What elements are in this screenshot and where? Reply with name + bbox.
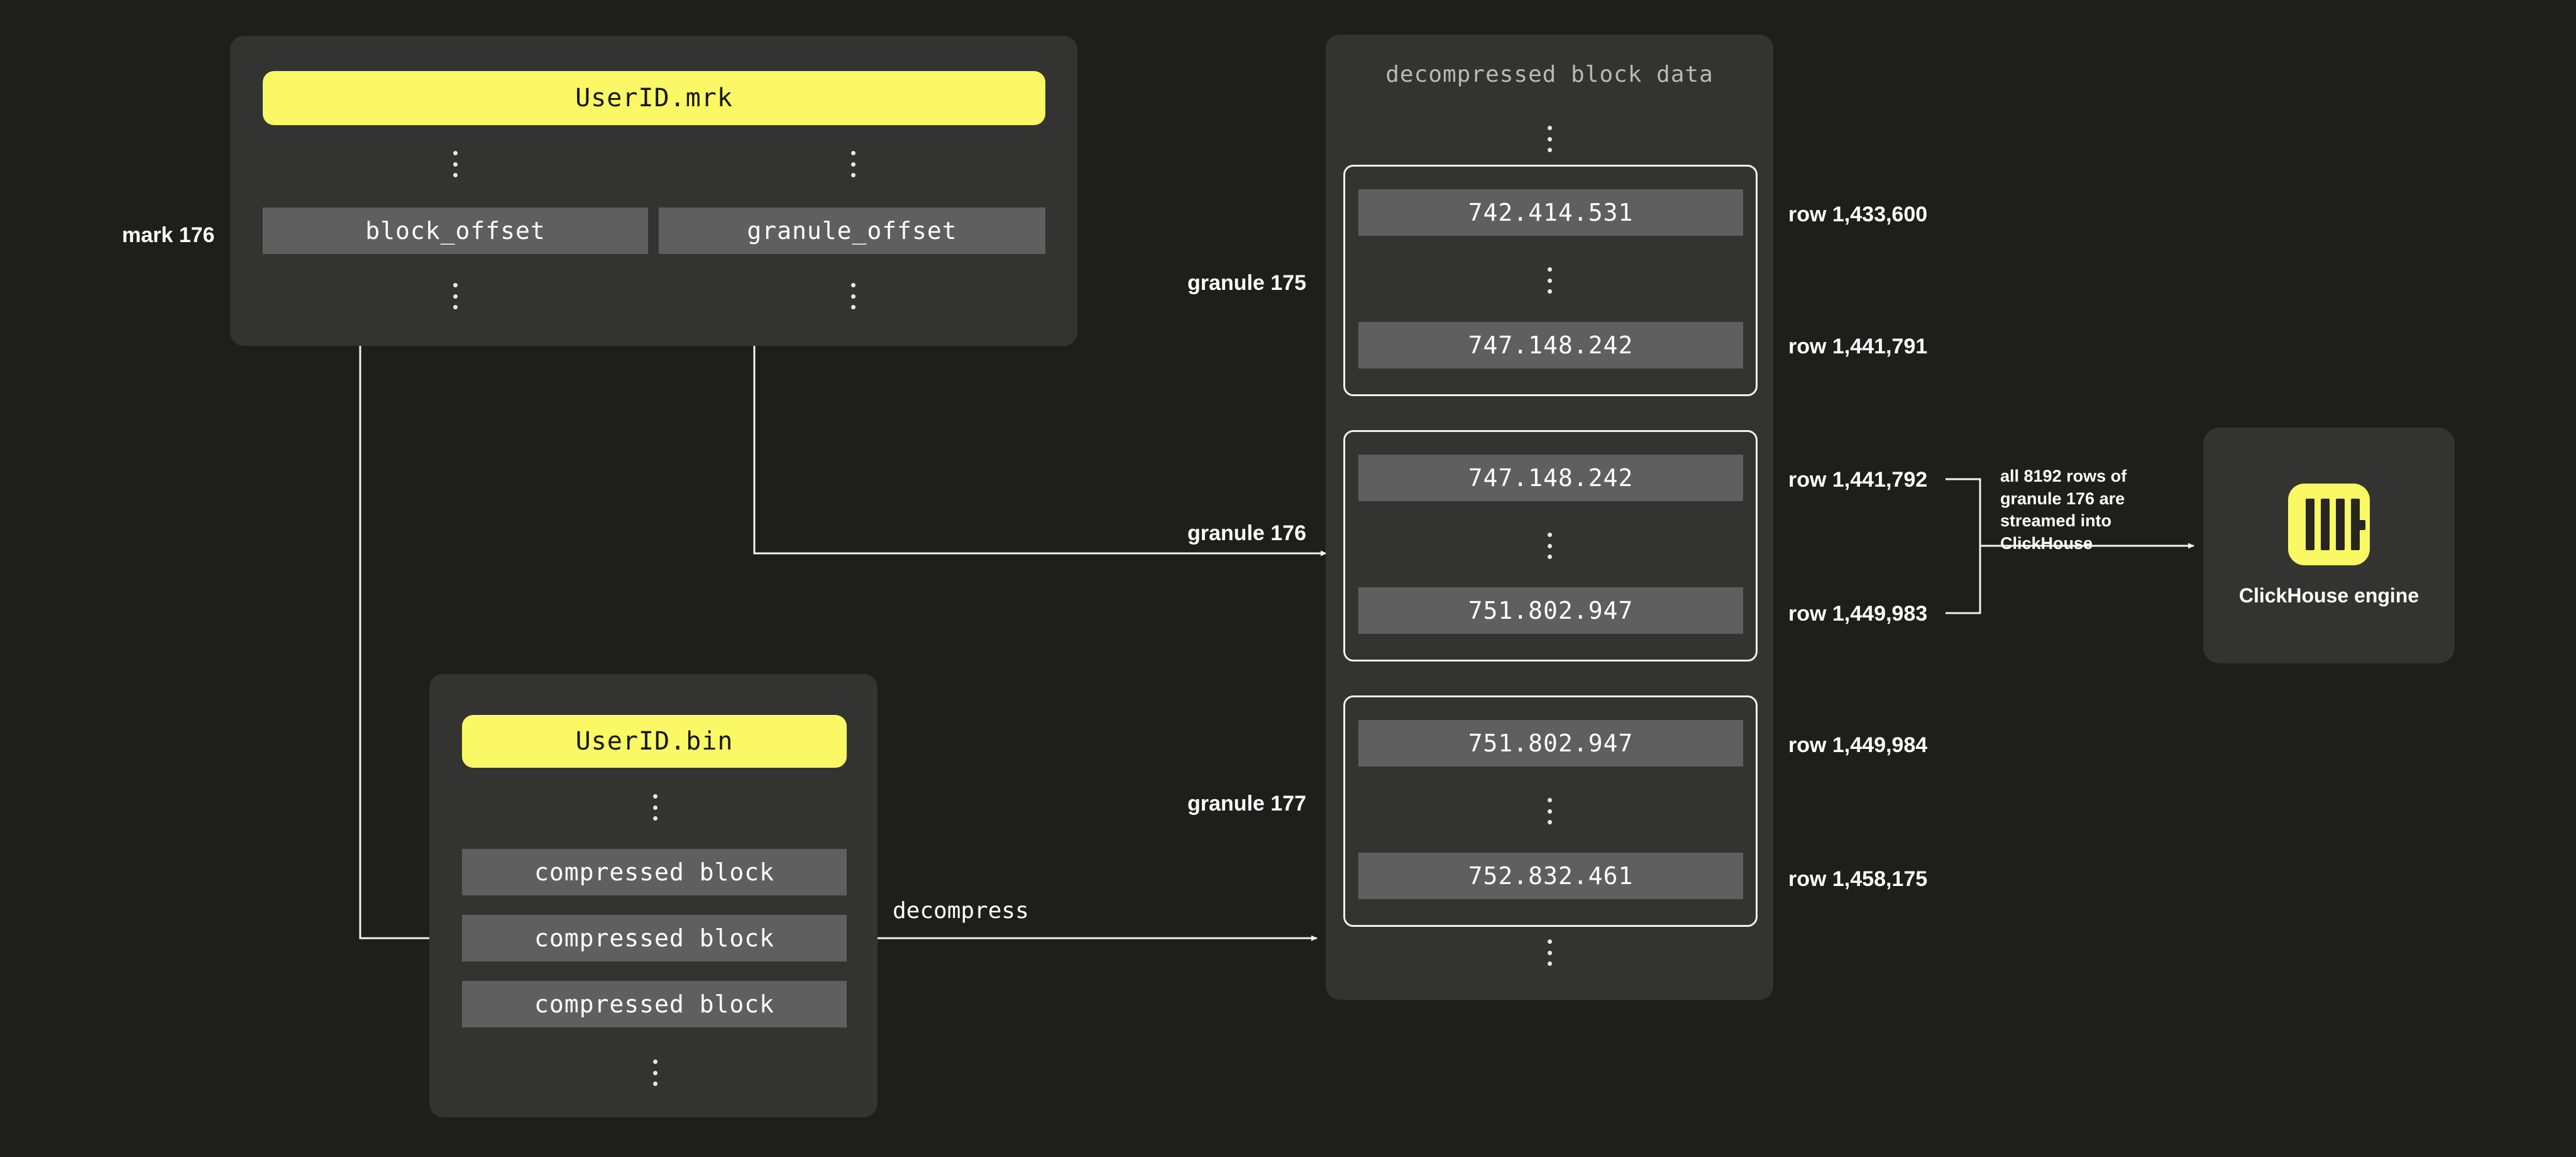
decompressed-panel-title: decompressed block data [1385, 62, 1714, 87]
granule-175-last-value[interactable]: 747.148.242 [1358, 322, 1743, 368]
granule-175-first-value[interactable]: 742.414.531 [1358, 189, 1743, 236]
granule-176-box [1343, 430, 1758, 662]
granule-177-box [1343, 695, 1758, 927]
granule-177-first-row: row 1,449,984 [1788, 733, 1928, 757]
bin-compressed-block-2[interactable]: compressed block [462, 915, 847, 961]
decompressed-dots-top [1547, 126, 1552, 152]
wire-stream-brace [1946, 478, 2005, 614]
bin-compressed-block-1[interactable]: compressed block [462, 849, 847, 895]
granule-176-label: granule 176 [1187, 521, 1306, 545]
granule-177-last-row: row 1,458,175 [1788, 867, 1928, 891]
mark-dots-bottom-left [453, 283, 458, 309]
granule-177-dots [1547, 798, 1552, 824]
granule-176-first-row: row 1,441,792 [1788, 468, 1928, 492]
mark-dots-bottom-right [850, 283, 856, 309]
granule-176-dots [1547, 533, 1552, 559]
clickhouse-logo-icon [2288, 484, 2370, 565]
bin-compressed-block-3[interactable]: compressed block [462, 981, 847, 1027]
bin-dots-bottom [652, 1060, 658, 1086]
decompressed-dots-bottom [1547, 939, 1552, 966]
bin-file-name-chip[interactable]: UserID.bin [462, 715, 847, 768]
clickhouse-engine-panel[interactable]: ClickHouse engine [2203, 428, 2455, 663]
mark-column-block-offset[interactable]: block_offset [263, 208, 648, 254]
granule-175-first-row: row 1,433,600 [1788, 202, 1928, 226]
decompress-label: decompress [893, 898, 1029, 924]
clickhouse-engine-caption: ClickHouse engine [2238, 584, 2419, 607]
bin-dots-top [652, 794, 658, 821]
mark-number-label: mark 176 [122, 223, 215, 247]
mark-dots-top-right [850, 151, 856, 177]
granule-175-label: granule 175 [1187, 271, 1306, 295]
granule-177-last-value[interactable]: 752.832.461 [1358, 853, 1743, 899]
granule-176-first-value[interactable]: 747.148.242 [1358, 455, 1743, 501]
granule-176-last-row: row 1,449,983 [1788, 602, 1928, 626]
granule-175-last-row: row 1,441,791 [1788, 335, 1928, 358]
granule-177-label: granule 177 [1187, 792, 1306, 816]
granule-177-first-value[interactable]: 751.802.947 [1358, 720, 1743, 767]
granule-175-dots [1547, 267, 1552, 294]
granule-175-box [1343, 165, 1758, 396]
stream-note: all 8192 rows of granule 176 are streame… [2000, 467, 2127, 553]
mark-file-name-chip[interactable]: UserID.mrk [263, 71, 1045, 125]
granule-176-last-value[interactable]: 751.802.947 [1358, 587, 1743, 634]
mark-column-granule-offset[interactable]: granule_offset [659, 208, 1045, 254]
mark-dots-top-left [453, 151, 458, 177]
